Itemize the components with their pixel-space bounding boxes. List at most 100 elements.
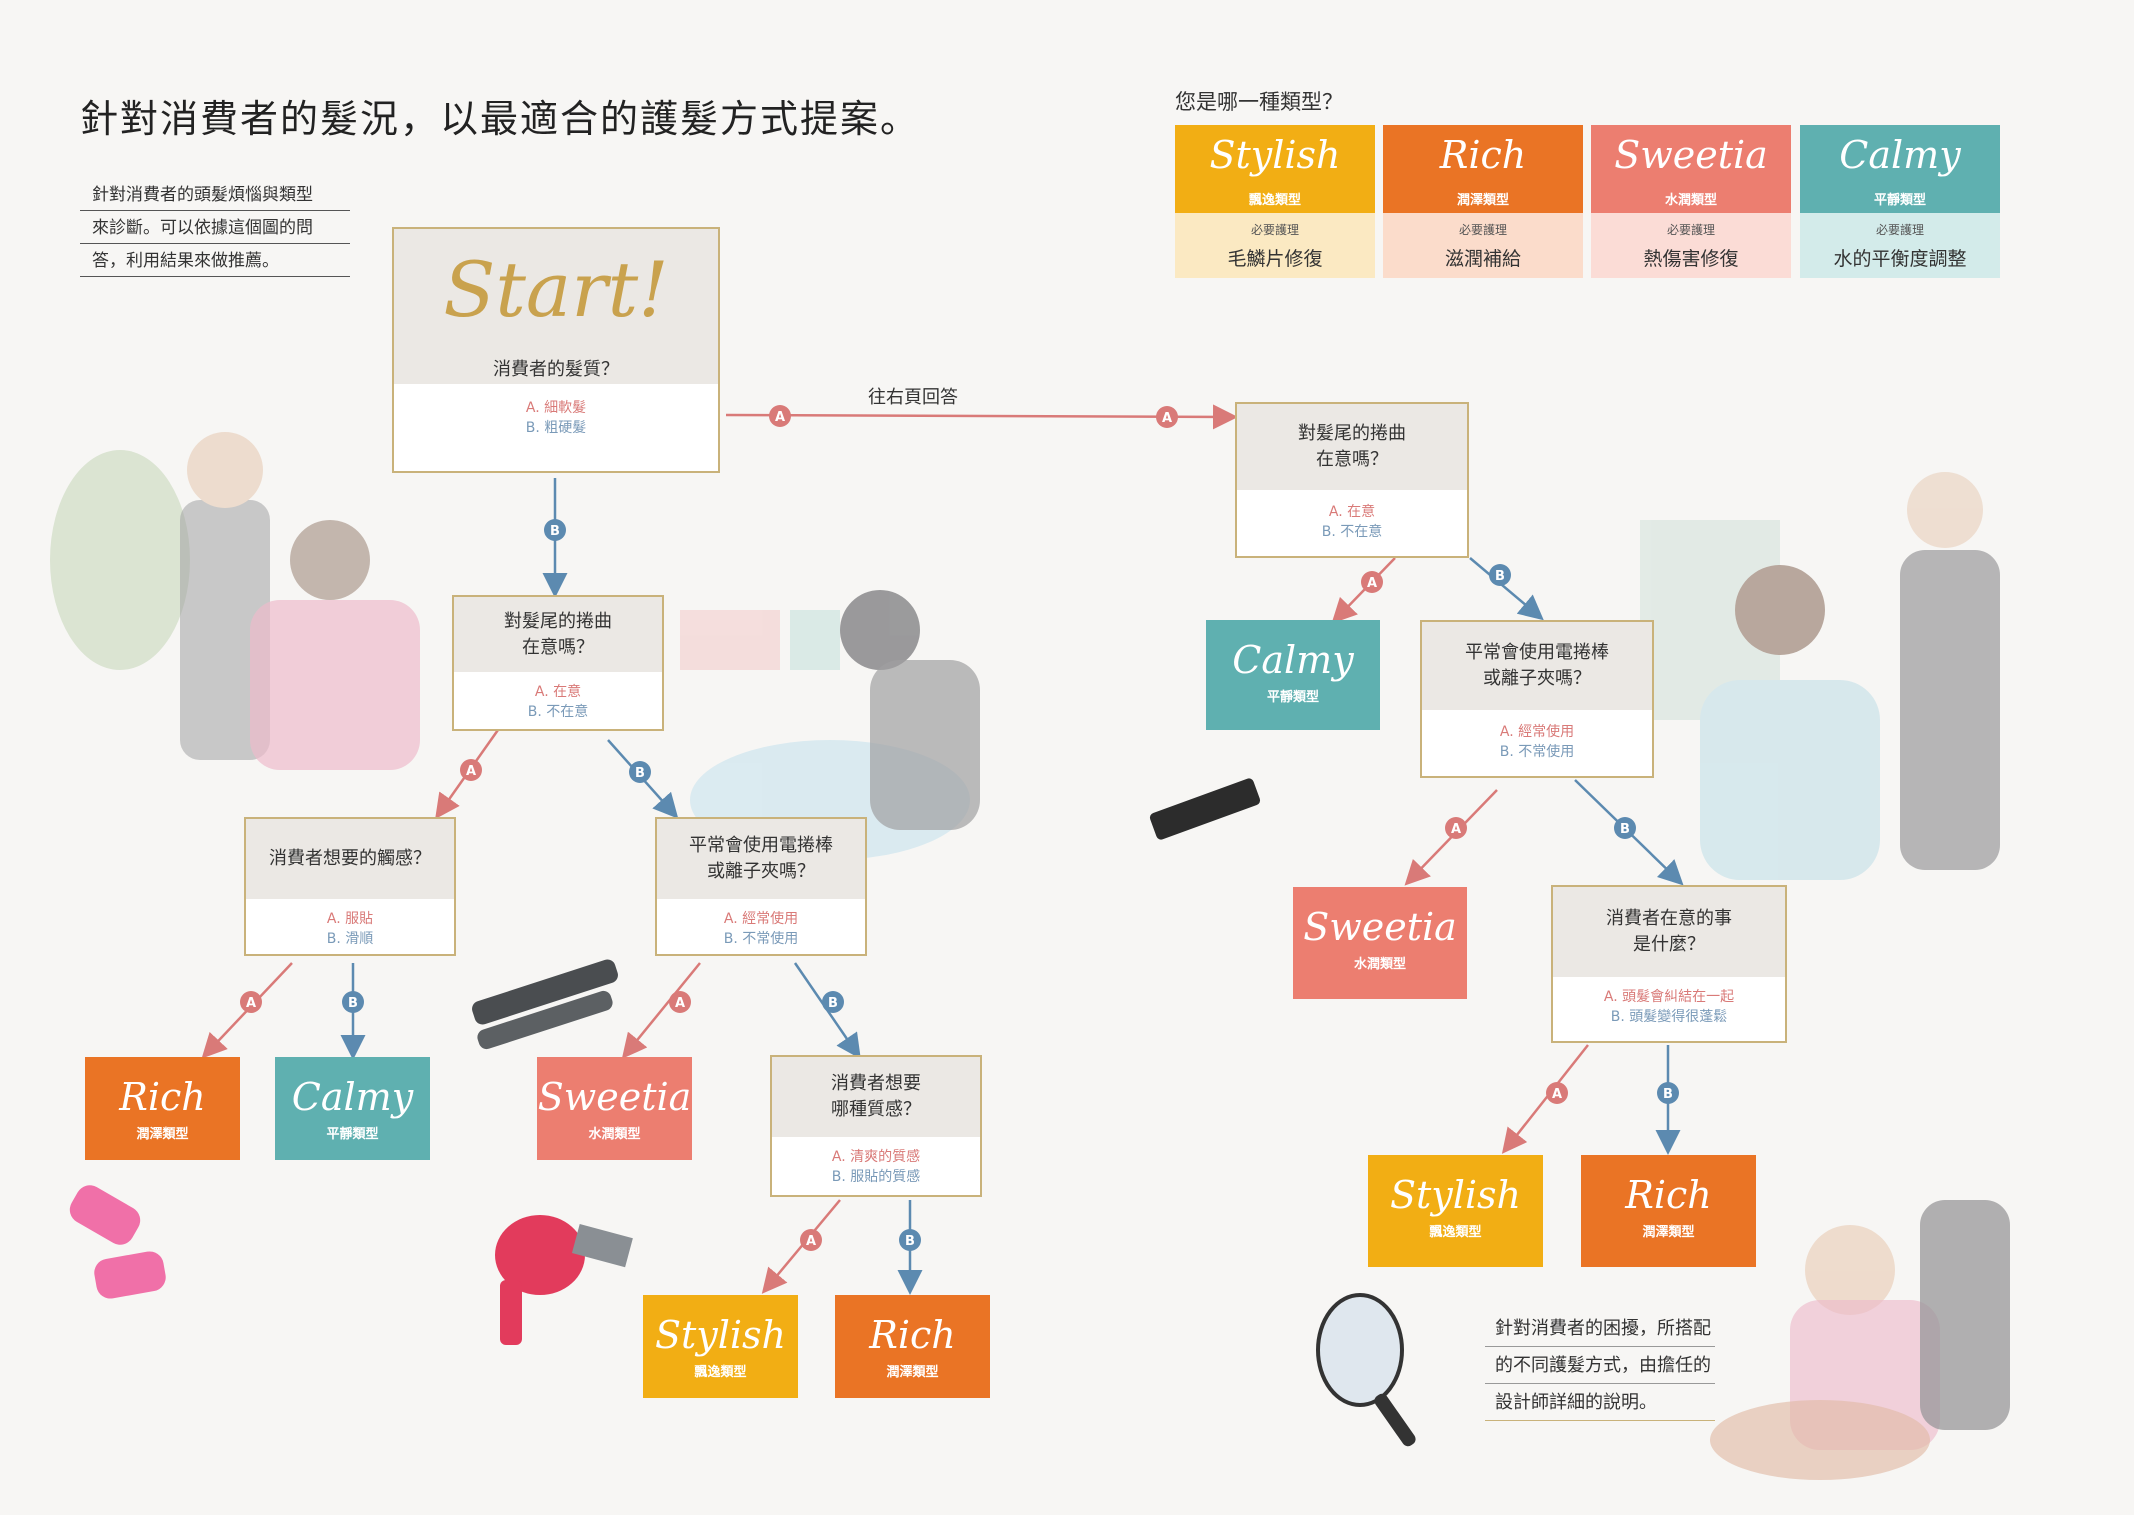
result-script: Rich xyxy=(119,1075,206,1119)
question-box-right-curl: 對髮尾的捲曲 在意嗎？ A. 在意 B. 不在意 xyxy=(1235,402,1469,558)
option-a: A. 細軟髮 xyxy=(525,400,587,416)
option-a: A. 在意 xyxy=(534,684,582,700)
legend-card-body: 必要護理 熱傷害修復 xyxy=(1591,213,1791,278)
question-line: 消費者在意的事 xyxy=(1606,908,1732,929)
svg-text:B: B xyxy=(828,996,838,1011)
result-card-rich: Rich 潤澤類型 xyxy=(85,1057,240,1160)
svg-text:B: B xyxy=(550,524,560,539)
type-name: 水潤類型 xyxy=(1664,193,1717,208)
question-header: 消費者在意的事 是什麼？ xyxy=(1553,887,1785,977)
marker-a: A xyxy=(800,1229,822,1251)
svg-text:A: A xyxy=(806,1234,816,1249)
question-line: 消費者想要的觸感？ xyxy=(269,848,431,869)
type-name: 潤澤類型 xyxy=(1456,193,1509,208)
intro-line: 答，利用結果來做推薦。 xyxy=(80,244,350,277)
option-a: A. 在意 xyxy=(1328,504,1376,520)
question-header: 消費者想要 哪種質感？ xyxy=(772,1057,980,1137)
marker-a: A xyxy=(1546,1082,1568,1104)
question-header: 平常會使用電捲棒 或離子夾嗎？ xyxy=(657,819,865,899)
question-box-texture: 消費者想要 哪種質感？ A. 清爽的質感 B. 服貼的質感 xyxy=(770,1055,982,1197)
marker-a: A xyxy=(769,405,791,427)
legend-card-body: 必要護理 滋潤補給 xyxy=(1383,213,1583,278)
question-line: 平常會使用電捲棒 xyxy=(1465,642,1609,663)
closing-line: 的不同護髮方式，由擔任的 xyxy=(1485,1347,1715,1384)
marker-a: A xyxy=(1156,406,1178,428)
salon-illustration-right xyxy=(1640,472,2000,880)
arrow-rcurl-b xyxy=(1469,557,1544,621)
link-label: 往右頁回答 xyxy=(868,387,958,408)
arrow-liron-a xyxy=(621,962,701,1059)
legend-card-header: Stylish 飄逸類型 xyxy=(1175,125,1375,213)
question-header: 對髮尾的捲曲 在意嗎？ xyxy=(1237,404,1467,490)
closing-text: 針對消費者的困擾，所搭配 的不同護髮方式，由擔任的 設計師詳細的說明。 xyxy=(1485,1310,1715,1421)
option-b: B. 服貼的質感 xyxy=(831,1169,921,1185)
result-script: Rich xyxy=(869,1313,956,1357)
result-script: Calmy xyxy=(1232,638,1354,682)
page-title: 針對消費者的髮況，以最適合的護髮方式提案。 xyxy=(80,97,921,141)
type-script: Stylish xyxy=(1209,133,1341,177)
comb-icon xyxy=(1149,778,1261,840)
result-card-calmy: Calmy 平靜類型 xyxy=(275,1057,430,1160)
question-box-left-curl: 對髮尾的捲曲 在意嗎？ A. 在意 B. 不在意 xyxy=(452,595,664,731)
question-line: 平常會使用電捲棒 xyxy=(689,835,833,856)
question-box-touch: 消費者想要的觸感？ A. 服貼 B. 滑順 xyxy=(244,817,456,956)
question-line: 消費者想要 xyxy=(831,1073,921,1094)
need-label: 必要護理 xyxy=(1875,223,1924,237)
salon-illustration-left xyxy=(50,432,420,770)
intro-line: 針對消費者的頭髮煩惱與類型 xyxy=(80,178,350,211)
result-card-rich: Rich 潤澤類型 xyxy=(835,1295,990,1398)
legend-card-stylish: Stylish 飄逸類型 必要護理 毛鱗片修復 xyxy=(1175,125,1375,278)
need-label: 必要護理 xyxy=(1666,223,1715,237)
marker-b: B xyxy=(1657,1082,1679,1104)
care-label: 熱傷害修復 xyxy=(1643,248,1739,270)
legend-card-rich: Rich 潤澤類型 必要護理 滋潤補給 xyxy=(1383,125,1583,278)
result-script: Rich xyxy=(1625,1173,1712,1217)
legend-card-body: 必要護理 水的平衡度調整 xyxy=(1800,213,2000,278)
legend-card-sweetia: Sweetia 水潤類型 必要護理 熱傷害修復 xyxy=(1591,125,1791,278)
question-options: A. 在意 B. 不在意 xyxy=(454,672,662,722)
type-script: Calmy xyxy=(1839,133,1961,177)
legend-card-header: Calmy 平靜類型 xyxy=(1800,125,2000,213)
result-name: 飄逸類型 xyxy=(694,1365,747,1380)
question-box-right-iron: 平常會使用電捲棒 或離子夾嗎？ A. 經常使用 B. 不常使用 xyxy=(1420,620,1654,778)
care-label: 滋潤補給 xyxy=(1444,248,1521,270)
marker-b: B xyxy=(544,519,566,541)
question-line: 或離子夾嗎？ xyxy=(707,861,815,882)
marker-a: A xyxy=(669,991,691,1013)
question-line: 對髮尾的捲曲 xyxy=(504,610,612,632)
legend-card-header: Rich 潤澤類型 xyxy=(1383,125,1583,213)
question-header: 對髮尾的捲曲 在意嗎？ xyxy=(454,597,662,672)
option-a: A. 服貼 xyxy=(326,911,374,927)
marker-a: A xyxy=(1361,571,1383,593)
type-script: Sweetia xyxy=(1614,133,1768,177)
flat-iron-icon xyxy=(472,959,618,1050)
svg-text:B: B xyxy=(905,1234,915,1249)
care-label: 毛鱗片修復 xyxy=(1227,248,1323,270)
intro-line: 來診斷。可以依據這個圖的問 xyxy=(80,211,350,244)
svg-text:A: A xyxy=(466,764,476,779)
result-card-sweetia: Sweetia 水潤類型 xyxy=(1293,887,1467,999)
option-b: B. 滑順 xyxy=(326,931,374,947)
option-b: B. 不常使用 xyxy=(1499,744,1575,760)
svg-text:A: A xyxy=(1162,411,1172,426)
type-name: 飄逸類型 xyxy=(1248,193,1301,208)
marker-a: A xyxy=(1445,817,1467,839)
care-label: 水的平衡度調整 xyxy=(1833,248,1967,270)
question-line: 是什麼？ xyxy=(1633,934,1705,955)
question-line: 哪種質感？ xyxy=(831,1099,921,1120)
type-name: 平靜類型 xyxy=(1873,193,1926,208)
question-header: 平常會使用電捲棒 或離子夾嗎？ xyxy=(1422,622,1652,710)
svg-text:A: A xyxy=(675,996,685,1011)
result-name: 潤澤類型 xyxy=(886,1365,939,1380)
legend-card-header: Sweetia 水潤類型 xyxy=(1591,125,1791,213)
option-a: A. 頭髮會糾結在一起 xyxy=(1603,989,1735,1005)
result-name: 潤澤類型 xyxy=(1642,1225,1695,1240)
start-question: 消費者的髮質？ xyxy=(493,359,619,380)
question-box-left-iron: 平常會使用電捲棒 或離子夾嗎？ A. 經常使用 B. 不常使用 xyxy=(655,817,867,956)
question-options: A. 服貼 B. 滑順 xyxy=(246,899,454,949)
svg-text:B: B xyxy=(1620,822,1630,837)
question-line: 對髮尾的捲曲 xyxy=(1298,423,1406,444)
result-name: 飄逸類型 xyxy=(1429,1225,1482,1240)
